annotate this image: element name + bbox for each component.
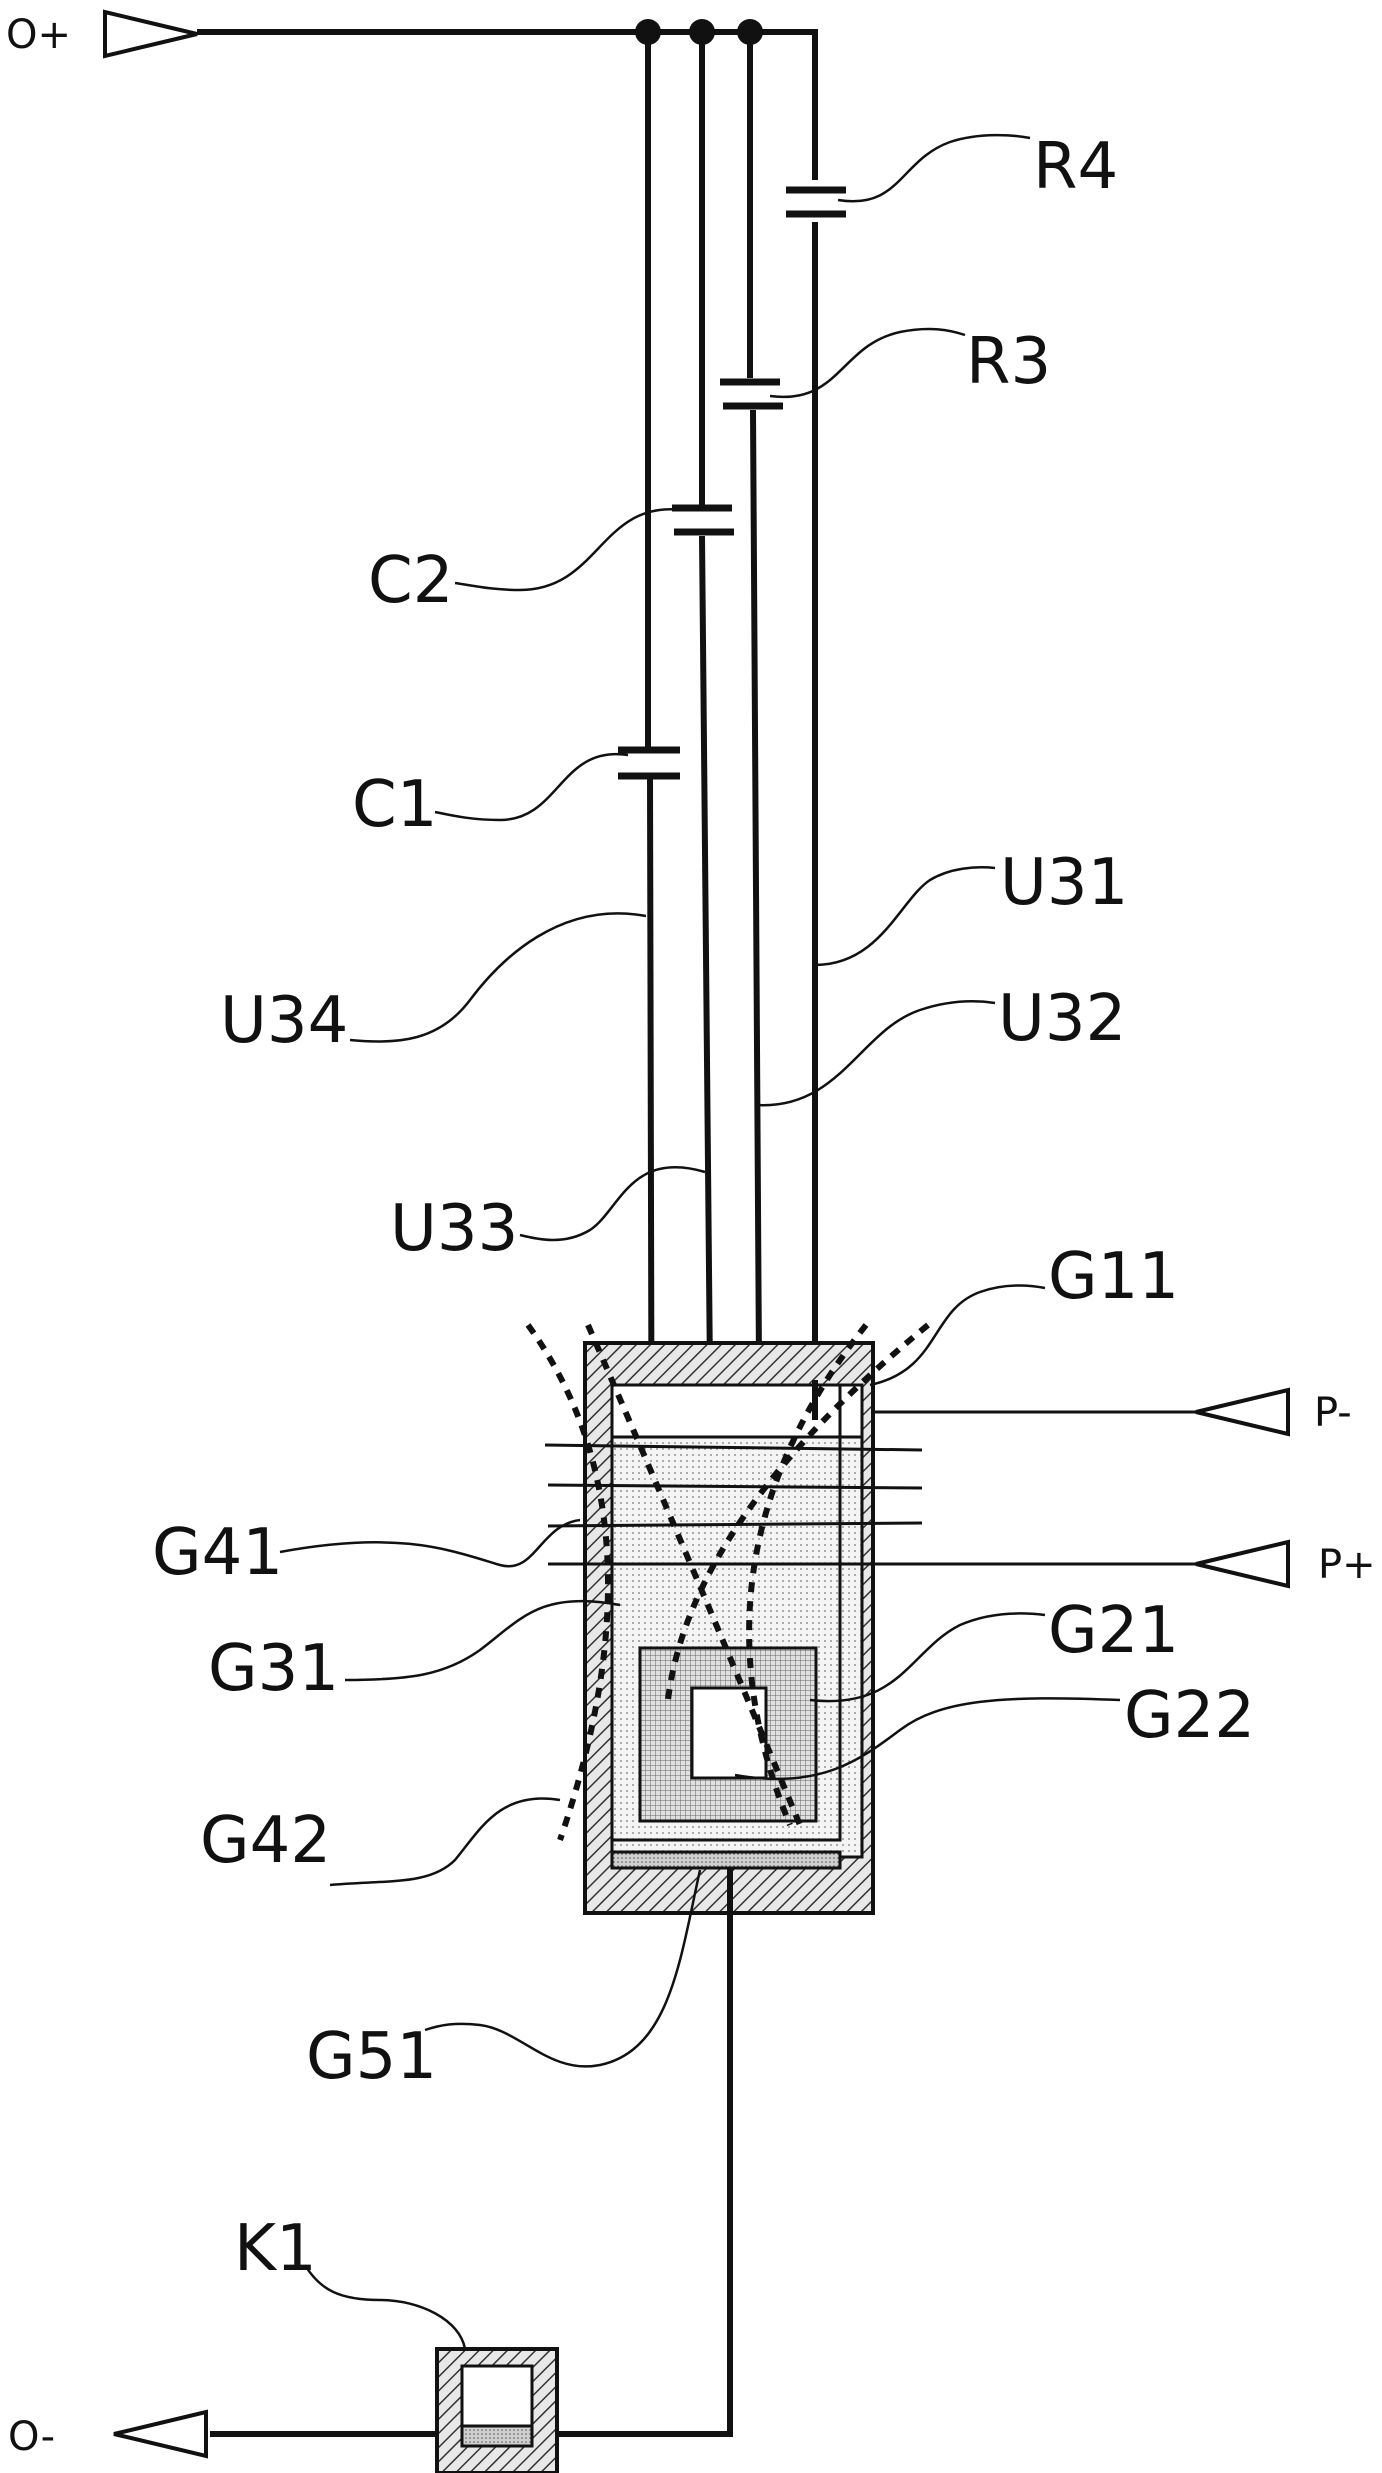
leader-u31	[814, 866, 996, 967]
bottom-wire	[548, 1868, 733, 2437]
p-minus-terminal	[1195, 1387, 1290, 1437]
u32-wire	[750, 409, 763, 1526]
leader-k1	[303, 2264, 467, 2350]
label-u33: U33	[390, 1192, 518, 1266]
leader-g11	[869, 1284, 1046, 1387]
leader-g51	[424, 1869, 702, 2068]
leader-g22	[734, 1697, 1121, 1781]
leader-u33	[519, 1165, 706, 1242]
label-u34: U34	[220, 984, 348, 1058]
label-r4: R4	[1033, 130, 1118, 204]
leader-c2	[454, 508, 684, 592]
leader-g42	[329, 1797, 561, 1887]
o-plus-terminal: O+	[6, 9, 198, 59]
needle-1	[544, 1443, 923, 1452]
leader-g41	[279, 1518, 581, 1568]
label-g31: G31	[208, 1632, 339, 1706]
k1-component	[435, 2347, 559, 2473]
label-g51: G51	[306, 2020, 437, 2094]
leader-r4	[837, 133, 1031, 203]
leader-u34	[349, 912, 647, 1043]
p-minus-label: P-	[1314, 1390, 1352, 1436]
g11-top-cavity	[610, 1383, 864, 1439]
label-g21: G21	[1048, 1594, 1179, 1668]
leader-g31	[344, 1599, 621, 1682]
needle-2	[547, 1483, 923, 1490]
label-g41: G41	[152, 1516, 283, 1590]
p-plus-terminal	[1195, 1539, 1290, 1589]
needle-3	[547, 1521, 923, 1528]
label-u32: U32	[998, 982, 1126, 1056]
leader-c1	[434, 752, 629, 822]
label-r3: R3	[966, 325, 1051, 399]
g51-contact-layer	[610, 1850, 842, 1870]
leader-u32	[755, 1000, 996, 1107]
device-body	[583, 1341, 875, 1915]
label-k1: K1	[234, 2212, 317, 2286]
o-plus-label: O+	[6, 12, 71, 58]
inner-u-border	[612, 1385, 842, 1842]
leader-r3	[769, 327, 966, 399]
label-u31: U31	[1000, 846, 1128, 920]
label-c2: C2	[368, 544, 453, 618]
o-minus-terminal	[113, 2409, 208, 2459]
leader-g21	[809, 1612, 1046, 1703]
field-line-outer-left	[525, 1323, 611, 1841]
label-g42: G42	[200, 1804, 331, 1878]
label-c1: C1	[352, 768, 437, 842]
p-plus-label: P+	[1318, 1542, 1376, 1588]
o-minus-label: O-	[8, 2414, 55, 2460]
label-g11: G11	[1048, 1240, 1179, 1314]
field-line-outer-right	[746, 1323, 869, 1827]
top-bus-wire	[197, 29, 818, 180]
field-line-inner-right	[665, 1322, 930, 1701]
label-g22: G22	[1124, 1679, 1255, 1753]
